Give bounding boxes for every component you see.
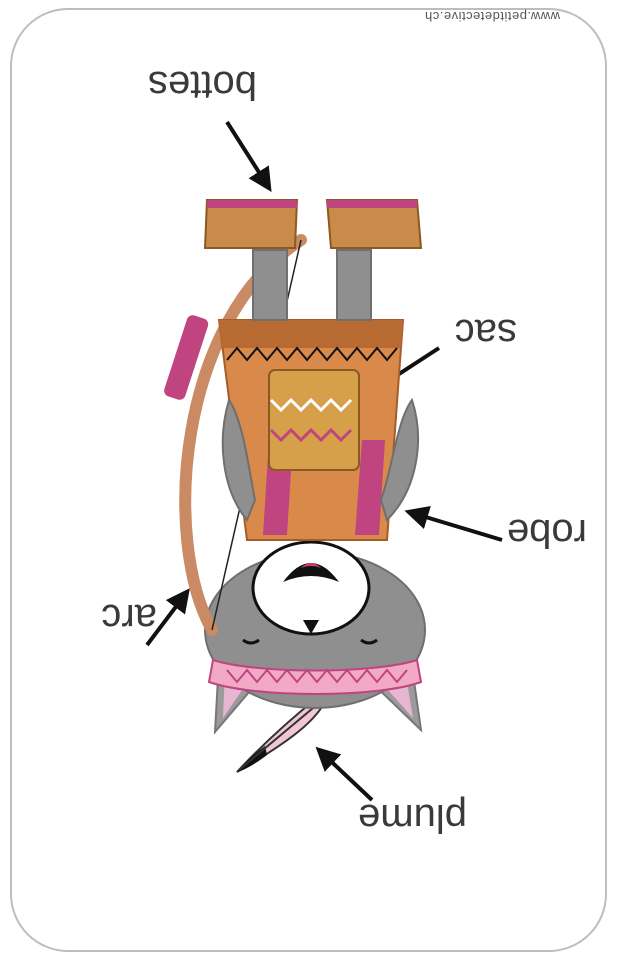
rotated-content: www.petitdetective.ch bottes sac robe ar… <box>101 9 587 840</box>
arrow-feather <box>319 750 372 800</box>
label-dress: robe <box>507 511 587 555</box>
arrow-dress <box>409 512 502 540</box>
label-bow: arc <box>101 596 157 640</box>
label-feather: plume <box>358 796 467 840</box>
website-text: www.petitdetective.ch <box>424 9 561 24</box>
arrow-boots <box>227 122 269 188</box>
left-leg <box>337 250 371 320</box>
right-leg <box>253 250 287 320</box>
label-bag: sac <box>455 311 517 355</box>
bag <box>269 370 359 470</box>
label-boots: bottes <box>148 63 257 107</box>
dress-fringe <box>219 320 403 348</box>
feather-illustration <box>237 698 327 772</box>
